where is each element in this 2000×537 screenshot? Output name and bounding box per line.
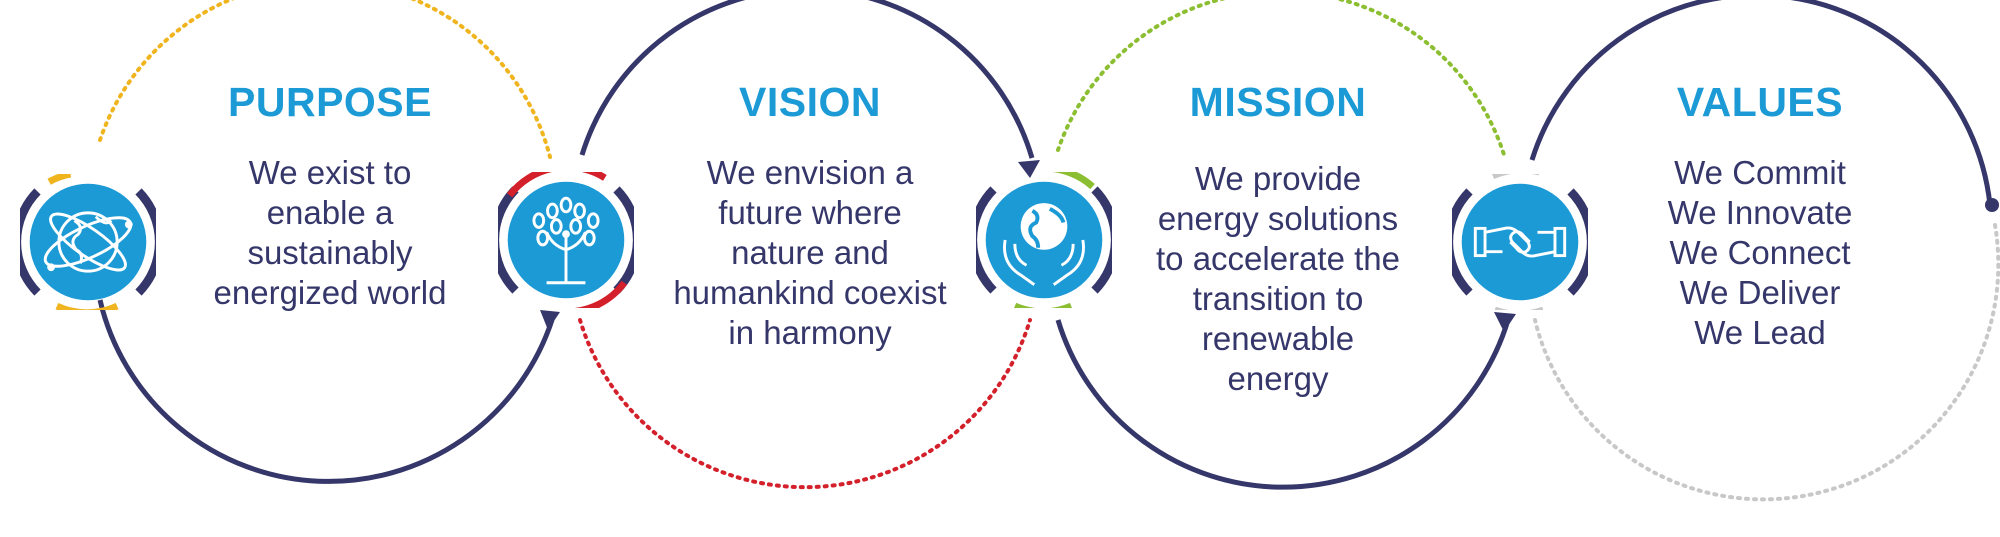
values-line: We Lead [1694,314,1826,351]
mission-line: energy [1227,360,1329,397]
vision-line: We envision a [706,154,914,191]
values-statement: We Commit We Innovate We Connect We Deli… [1600,153,1920,353]
handshake-icon [1452,174,1588,310]
purpose-line: sustainably [247,234,413,271]
purpose-line: We exist to [248,154,412,191]
mission-line: renewable [1201,320,1355,357]
vision-line: nature and [731,234,889,271]
mission-line: transition to [1192,280,1364,317]
values-badge [1452,174,1588,310]
vision-line: future where [718,194,902,231]
vision-ring-bottom-dotted [578,318,1032,490]
purpose-heading: PURPOSE [228,79,432,125]
values-line: We Deliver [1679,274,1841,311]
purpose-section: PURPOSE We exist to enable a sustainably… [170,82,490,313]
tree-person-icon [498,172,634,308]
vision-statement: We envision a future where nature and hu… [650,153,970,353]
hands-globe-icon [976,172,1112,308]
mission-heading: MISSION [1189,79,1367,125]
values-line: We Connect [1669,234,1851,271]
vision-ring-top-solid [579,0,1035,159]
arrowhead-vision-mission [1018,160,1040,178]
vision-line: humankind coexist [673,274,947,311]
arrowhead-mission-values [1494,312,1516,332]
purpose-ring-bottom-solid [97,299,555,484]
values-line: We Innovate [1667,194,1853,231]
vision-badge [498,172,634,308]
mission-line: We provide [1194,160,1362,197]
purpose-statement: We exist to enable a sustainably energiz… [170,153,490,313]
arrowhead-purpose-vision [540,310,560,330]
values-ring-top-solid [1529,0,1993,206]
mission-section: MISSION We provide energy solutions to a… [1118,82,1438,399]
vision-section: VISION We envision a future where nature… [650,82,970,353]
values-ring-bottom-dotted [1533,223,2000,502]
vision-line: in harmony [728,314,892,351]
values-section: VALUES We Commit We Innovate We Connect … [1600,82,1920,353]
purpose-line: enable a [266,194,394,231]
mission-line: to accelerate the [1156,240,1400,277]
values-ring-end-dot [1985,198,1999,212]
purpose-line: energized world [213,274,447,311]
mission-ring-top-dotted [1056,0,1507,160]
mission-badge [976,172,1112,308]
globe-orbit-icon [20,174,156,310]
mission-statement: We provide energy solutions to accelerat… [1118,159,1438,399]
values-line: We Commit [1674,154,1846,191]
mission-line: energy solutions [1157,200,1399,237]
vision-heading: VISION [739,79,881,125]
mission-ring-bottom-solid [1055,319,1511,490]
purpose-badge [20,174,156,310]
purpose-ring-top-dotted [98,0,552,159]
values-heading: VALUES [1676,79,1844,125]
